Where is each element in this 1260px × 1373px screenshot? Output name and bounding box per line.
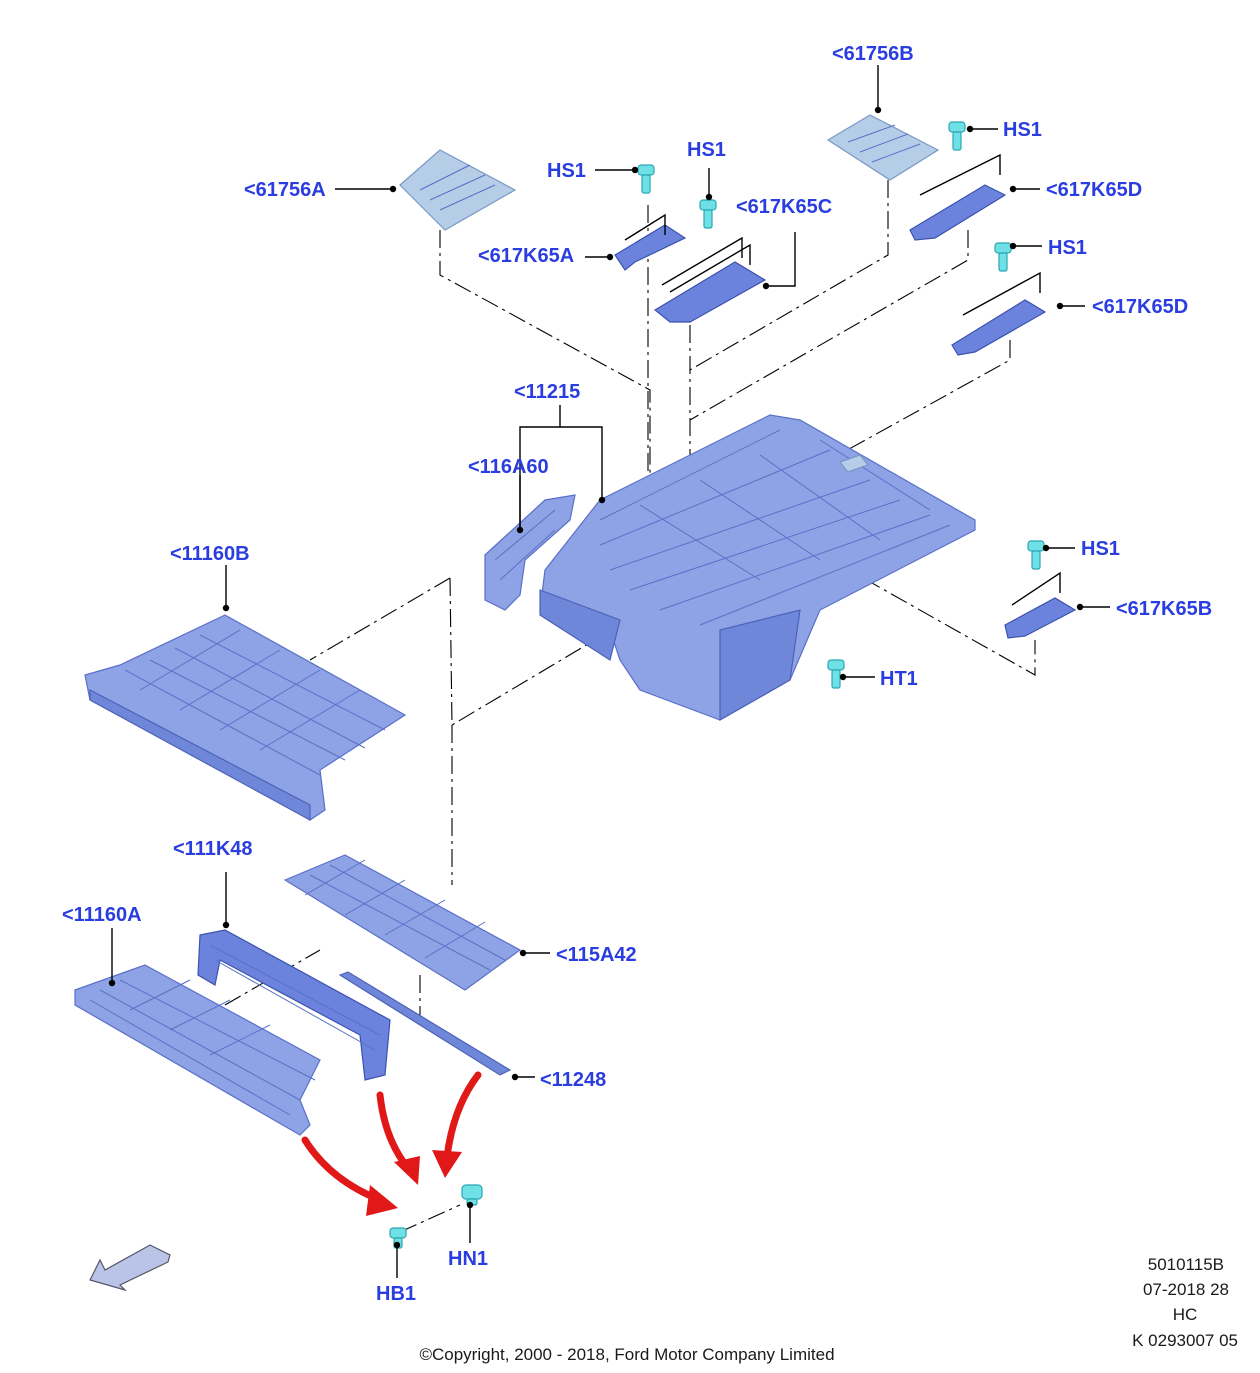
callout-hn1[interactable]: HN1 xyxy=(448,1248,488,1270)
direction-arrow-icon xyxy=(89,1244,171,1292)
callout-11215[interactable]: <11215 xyxy=(514,381,580,403)
strip-11248[interactable] xyxy=(338,971,512,1076)
drawing-ref: 5010115B xyxy=(1148,1255,1224,1274)
fastener-hs1-c[interactable] xyxy=(948,121,966,151)
callout-hs1-b[interactable]: HS1 xyxy=(687,139,726,161)
fastener-ht1[interactable] xyxy=(827,659,845,689)
leader-lines xyxy=(108,65,1110,1278)
fastener-hs1-d[interactable] xyxy=(994,242,1012,272)
callout-hb1[interactable]: HB1 xyxy=(376,1283,416,1305)
bracket-617K65D-top[interactable] xyxy=(909,184,1007,241)
bracket-617K65C[interactable] xyxy=(653,261,767,323)
callout-617K65C[interactable]: <617K65C xyxy=(736,196,832,218)
drawing-code: HC xyxy=(1173,1305,1198,1324)
callout-11248[interactable]: <11248 xyxy=(540,1069,606,1091)
info-block: 5010115B 07-2018 28 HC K 0293007 05 ©Cop… xyxy=(419,1255,1238,1364)
drawing-date: 07-2018 28 xyxy=(1143,1280,1229,1299)
callout-hs1-d[interactable]: HS1 xyxy=(1048,237,1087,259)
callout-617K65D-mid[interactable]: <617K65D xyxy=(1092,296,1188,318)
plate-61756B[interactable] xyxy=(826,114,940,181)
fastener-hs1-a[interactable] xyxy=(637,164,655,194)
bracket-617K65D-mid[interactable] xyxy=(951,299,1047,356)
bracket-617K65B[interactable] xyxy=(1004,597,1077,639)
panel-115A42[interactable] xyxy=(283,854,522,991)
fastener-hs1-e[interactable] xyxy=(1027,540,1045,570)
callout-61756B[interactable]: <61756B xyxy=(832,43,914,65)
fastener-hn1[interactable] xyxy=(461,1184,483,1206)
callout-115A42[interactable]: <115A42 xyxy=(556,944,637,966)
callout-116A60[interactable]: <116A60 xyxy=(468,456,549,478)
callout-617K65A[interactable]: <617K65A xyxy=(478,245,574,267)
callout-hs1-e[interactable]: HS1 xyxy=(1081,538,1120,560)
rear-floor-11160A[interactable] xyxy=(74,964,321,1136)
callout-617K65D-top[interactable]: <617K65D xyxy=(1046,179,1142,201)
callout-ht1[interactable]: HT1 xyxy=(880,668,918,690)
callout-hs1-c[interactable]: HS1 xyxy=(1003,119,1042,141)
callout-11160B[interactable]: <11160B xyxy=(170,543,250,565)
callout-labels: <61756B <61756A HS1 HS1 HS1 HS1 HS1 <617… xyxy=(62,43,1212,1305)
bracket-617K65A[interactable] xyxy=(614,224,687,271)
drawing-kref: K 0293007 05 xyxy=(1132,1331,1238,1350)
floor-pan-11215[interactable] xyxy=(539,414,976,722)
plate-61756A[interactable] xyxy=(399,149,517,231)
bracket-guides xyxy=(624,153,1061,606)
fastener-hs1-b[interactable] xyxy=(699,199,717,229)
rear-floor-11160B[interactable] xyxy=(84,614,407,822)
callout-11160A[interactable]: <11160A xyxy=(62,904,142,926)
red-arrows xyxy=(301,1071,482,1216)
side-member-116A60[interactable] xyxy=(484,494,576,611)
callout-617K65B[interactable]: <617K65B xyxy=(1116,598,1212,620)
callout-111K48[interactable]: <111K48 xyxy=(173,838,253,860)
cross-member-111K48[interactable] xyxy=(197,929,391,1081)
copyright: ©Copyright, 2000 - 2018, Ford Motor Comp… xyxy=(419,1345,834,1364)
callout-61756A[interactable]: <61756A xyxy=(244,179,326,201)
callout-hs1-a[interactable]: HS1 xyxy=(547,160,586,182)
